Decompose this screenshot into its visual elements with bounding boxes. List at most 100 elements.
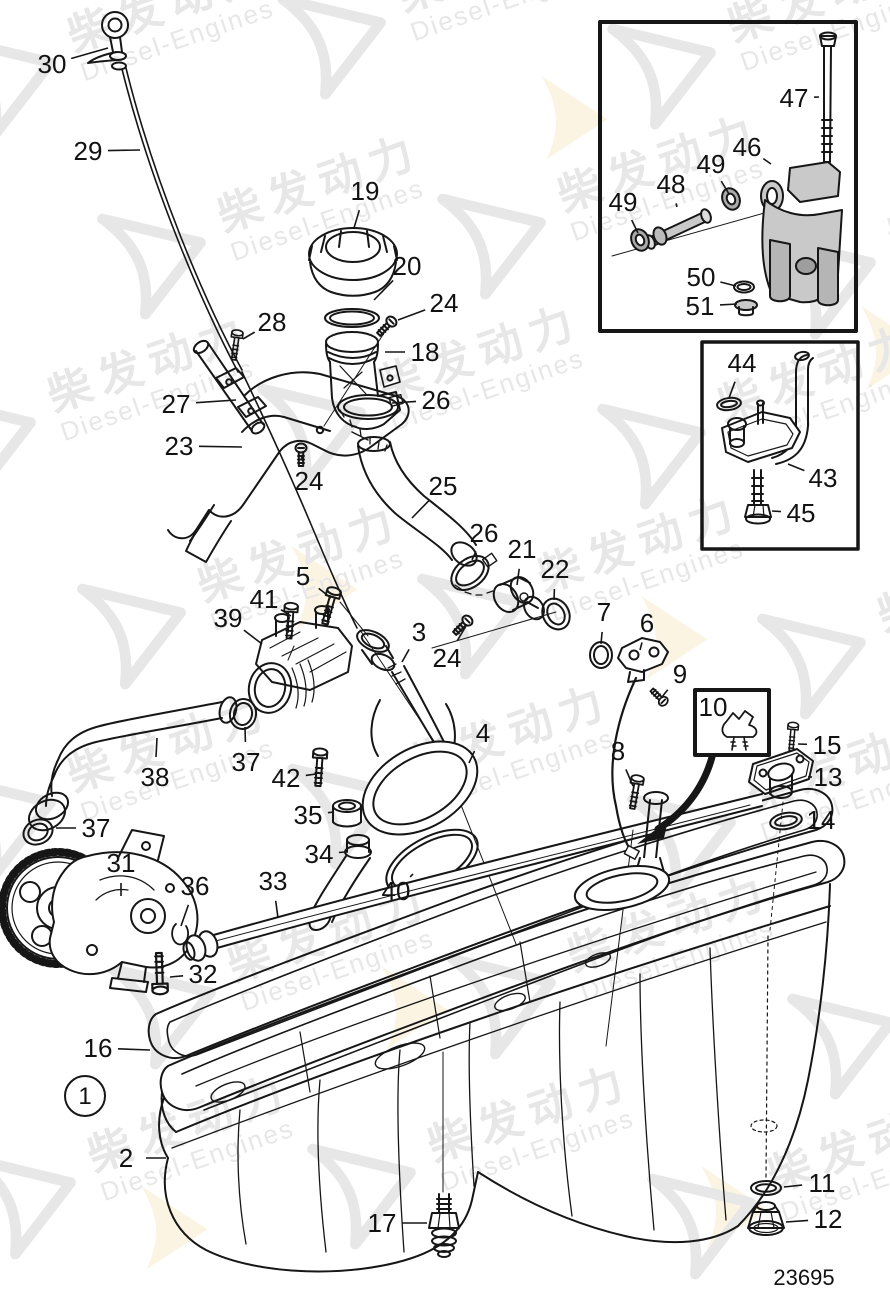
callout-label-2: 2 xyxy=(119,1143,133,1173)
callout-leader-line xyxy=(785,1219,809,1223)
callout-leader-line xyxy=(600,631,603,645)
callout-label-43: 43 xyxy=(809,463,838,493)
callout-leader-line xyxy=(471,550,477,561)
callout-label-39: 39 xyxy=(214,603,243,633)
callout-label-4: 4 xyxy=(476,718,490,748)
inset-box-bracket xyxy=(700,340,860,551)
callout-label-50: 50 xyxy=(687,262,716,292)
callout-leader-line xyxy=(169,975,184,978)
callout-label-49: 49 xyxy=(697,149,726,179)
figure-reference-number: 1 xyxy=(78,1083,91,1110)
callout-leader-line xyxy=(305,773,317,777)
callout-label-13: 13 xyxy=(814,762,843,792)
callout-leader-line xyxy=(274,900,279,919)
callout-label-33: 33 xyxy=(259,866,288,896)
callout-leader-line xyxy=(327,811,335,814)
callout-leader-line xyxy=(728,381,736,399)
callout-label-26: 26 xyxy=(422,385,451,415)
pan-gasket-drawing xyxy=(147,788,834,1059)
callout-label-24: 24 xyxy=(295,466,324,496)
callout-label-18: 18 xyxy=(411,337,440,367)
callout-leader-line xyxy=(468,750,476,764)
callout-label-41: 41 xyxy=(250,584,279,614)
callout-label-49: 49 xyxy=(609,187,638,217)
callout-leader-line xyxy=(242,331,256,340)
callout-leader-line xyxy=(661,689,669,698)
callout-label-19: 19 xyxy=(351,176,380,206)
callout-label-32: 32 xyxy=(189,959,218,989)
callout-leader-line xyxy=(516,568,520,586)
callout-label-34: 34 xyxy=(305,839,334,869)
callout-leader-line xyxy=(625,769,634,787)
callout-label-24: 24 xyxy=(433,643,462,673)
callout-label-3: 3 xyxy=(412,617,426,647)
callout-label-42: 42 xyxy=(272,763,301,793)
callout-label-22: 22 xyxy=(541,554,570,584)
callout-leader-line xyxy=(117,1048,151,1051)
callout-leader-line xyxy=(195,399,237,404)
callout-label-20: 20 xyxy=(393,251,422,281)
callout-leader-line xyxy=(397,309,426,321)
callout-label-44: 44 xyxy=(728,348,757,378)
callout-label-30: 30 xyxy=(38,49,67,79)
callout-label-8: 8 xyxy=(611,736,625,766)
callout-label-15: 15 xyxy=(813,730,842,760)
callout-label-26: 26 xyxy=(470,518,499,548)
callout-label-16: 16 xyxy=(84,1033,113,1063)
callout-leader-line xyxy=(198,445,243,448)
callout-label-21: 21 xyxy=(508,534,537,564)
leader-lines-layer xyxy=(56,47,820,1224)
callout-leader-line xyxy=(762,157,772,165)
callout-leader-line xyxy=(719,303,738,306)
figure-reference: 1 xyxy=(64,1075,106,1117)
callout-label-27: 27 xyxy=(162,389,191,419)
callout-leader-line xyxy=(155,737,158,758)
callout-label-46: 46 xyxy=(733,132,762,162)
callout-label-45: 45 xyxy=(787,498,816,528)
callout-label-29: 29 xyxy=(74,136,103,166)
callout-leader-line xyxy=(720,281,737,287)
callout-label-51: 51 xyxy=(686,291,715,321)
callout-label-17: 17 xyxy=(368,1208,397,1238)
callout-label-5: 5 xyxy=(296,561,310,591)
callout-leader-line xyxy=(409,873,414,878)
callout-label-35: 35 xyxy=(294,800,323,830)
callout-leader-line xyxy=(280,609,292,617)
callout-label-37: 37 xyxy=(82,813,111,843)
callout-label-10: 10 xyxy=(699,692,728,722)
oil-level-sensor-drawing xyxy=(428,1051,460,1258)
connector-drawing xyxy=(431,575,571,649)
callout-leader-line xyxy=(771,510,782,513)
callout-label-31: 31 xyxy=(107,848,136,878)
oil-pan-drawing xyxy=(158,840,846,1273)
callout-leader-line xyxy=(675,203,678,208)
callout-label-37: 37 xyxy=(232,747,261,777)
oil-pump-drawing xyxy=(0,829,199,996)
callout-leader-line xyxy=(720,180,730,195)
callout-label-28: 28 xyxy=(258,307,287,337)
callout-leader-line xyxy=(783,1184,803,1188)
callout-label-7: 7 xyxy=(597,597,611,627)
callout-label-14: 14 xyxy=(807,805,836,835)
callout-leader-line xyxy=(787,463,805,472)
callout-label-48: 48 xyxy=(657,169,686,199)
callout-label-47: 47 xyxy=(780,83,809,113)
callout-leader-line xyxy=(401,649,410,663)
callout-leader-line xyxy=(353,209,361,229)
callout-label-24: 24 xyxy=(430,288,459,318)
callout-leader-line xyxy=(107,149,141,152)
callout-label-9: 9 xyxy=(673,659,687,689)
callout-leader-line xyxy=(243,629,263,645)
callout-leader-line xyxy=(180,904,190,927)
callout-leader-line xyxy=(70,47,109,60)
callout-label-36: 36 xyxy=(181,871,210,901)
callout-label-12: 12 xyxy=(814,1204,843,1234)
drawing-number: 23695 xyxy=(773,1265,834,1290)
callout-leader-line xyxy=(391,400,417,404)
callout-leader-line xyxy=(630,219,639,234)
callout-label-23: 23 xyxy=(165,431,194,461)
callout-label-11: 11 xyxy=(809,1168,836,1198)
